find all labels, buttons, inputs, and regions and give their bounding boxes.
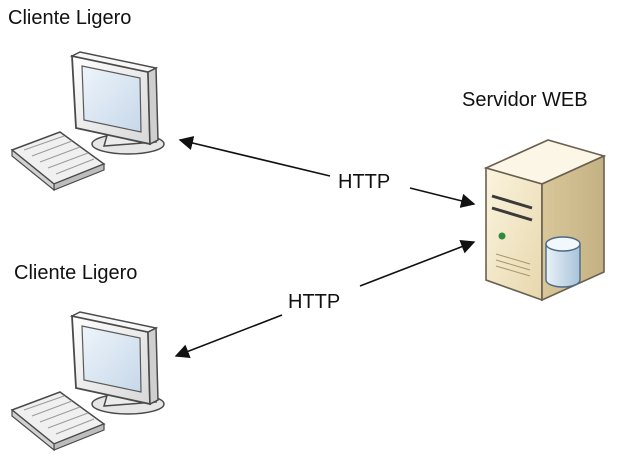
server-label: Servidor WEB [462, 89, 588, 111]
desktop-computer-icon [10, 51, 165, 192]
client-bottom: Cliente Ligero [10, 262, 165, 452]
server-tower-icon [483, 139, 607, 302]
client-top: Cliente Ligero [8, 7, 165, 192]
client-top-label: Cliente Ligero [8, 7, 131, 29]
keyboard-icon [10, 131, 106, 192]
connection-bottom: HTTP [174, 239, 476, 359]
connection-top-label: HTTP [338, 171, 390, 193]
connection-top-arrow-right [409, 187, 476, 208]
status-led-icon [498, 232, 506, 240]
connection-top: HTTP [178, 136, 476, 208]
client-bottom-label: Cliente Ligero [14, 262, 137, 284]
connection-top-arrow-left [178, 136, 331, 177]
connection-bottom-arrow-left [174, 314, 283, 359]
desktop-computer-icon [10, 311, 165, 452]
server: Servidor WEB [462, 89, 607, 302]
keyboard-icon [10, 391, 106, 452]
connection-bottom-arrow-right [359, 239, 476, 287]
database-icon [545, 236, 581, 288]
connection-bottom-label: HTTP [288, 291, 340, 313]
